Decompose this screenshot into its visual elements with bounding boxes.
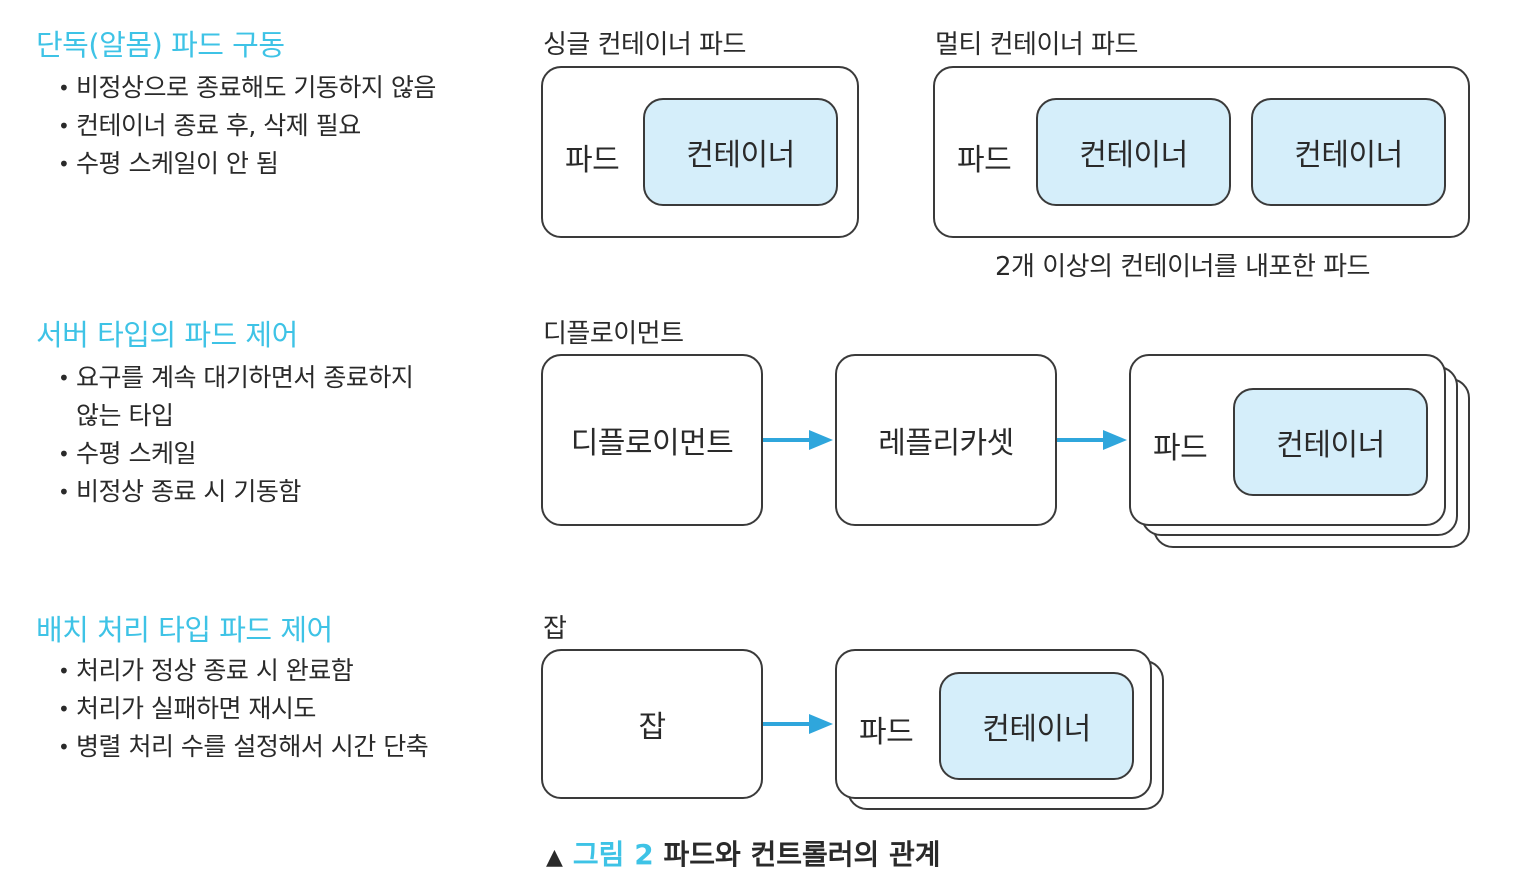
- pod-label: 파드: [859, 715, 914, 750]
- bullet-item: 비정상 종료 시 기동함: [58, 473, 413, 511]
- bullet-item: 수평 스케일: [58, 435, 413, 473]
- multi-pod-title: 멀티 컨테이너 파드: [935, 30, 1138, 60]
- replicaset-to-pod-arrow: [1057, 430, 1127, 450]
- job-to-pod-arrow: [763, 714, 833, 734]
- deployment-box: 디플로이먼트: [541, 354, 763, 526]
- pod-label: 파드: [1153, 431, 1208, 466]
- bullet-continuation: 않는 타입: [76, 401, 174, 430]
- figure-caption: ▲ 그림 2 파드와 컨트롤러의 관계: [546, 833, 941, 873]
- bullet-item: 처리가 실패하면 재시도: [58, 690, 428, 728]
- job-pod-box: 파드 컨테이너: [835, 649, 1152, 799]
- triangle-marker-icon: ▲: [546, 845, 563, 870]
- deployment-to-replicaset-arrow: [763, 430, 833, 450]
- pod-label: 파드: [565, 143, 620, 178]
- bullet-list-bare-pod: 비정상으로 종료해도 기동하지 않음 컨테이너 종료 후, 삭제 필요 수평 스…: [58, 69, 436, 183]
- pod-label: 파드: [957, 143, 1012, 178]
- section-heading-batch-type: 배치 처리 타입 파드 제어: [36, 613, 333, 647]
- container-box: 컨테이너: [643, 98, 838, 206]
- container-box: 컨테이너: [1233, 388, 1428, 496]
- single-pod-title: 싱글 컨테이너 파드: [543, 30, 746, 60]
- bullet-item: 컨테이너 종료 후, 삭제 필요: [58, 107, 436, 145]
- replicaset-box: 레플리카셋: [835, 354, 1057, 526]
- job-title: 잡: [543, 614, 567, 644]
- bullet-item: 비정상으로 종료해도 기동하지 않음: [58, 69, 436, 107]
- bullet-item: 수평 스케일이 안 됨: [58, 145, 436, 183]
- deployment-pod-box: 파드 컨테이너: [1129, 354, 1446, 526]
- bullet-item: 요구를 계속 대기하면서 종료하지: [58, 359, 414, 397]
- bullet-list-batch-type: 처리가 정상 종료 시 완료함 처리가 실패하면 재시도 병렬 처리 수를 설정…: [58, 652, 429, 766]
- job-box: 잡: [541, 649, 763, 799]
- bullet-item: 처리가 정상 종료 시 완료함: [58, 652, 428, 690]
- container-box: 컨테이너: [1036, 98, 1231, 206]
- section-heading-bare-pod: 단독(알몸) 파드 구동: [36, 28, 285, 62]
- single-pod-box: 파드 컨테이너: [541, 66, 859, 238]
- multi-pod-box: 파드 컨테이너 컨테이너: [933, 66, 1470, 238]
- caption-text: 파드와 컨트롤러의 관계: [663, 838, 941, 871]
- container-box: 컨테이너: [939, 672, 1134, 780]
- deployment-title: 디플로이먼트: [543, 319, 684, 349]
- bullet-list-server-type: 요구를 계속 대기하면서 종료하지 않는 타입 수평 스케일 비정상 종료 시 …: [58, 359, 414, 511]
- multi-pod-note: 2개 이상의 컨테이너를 내포한 파드: [995, 252, 1370, 282]
- container-box: 컨테이너: [1251, 98, 1446, 206]
- figure-number: 그림 2: [572, 838, 654, 871]
- bullet-item: 병렬 처리 수를 설정해서 시간 단축: [58, 728, 429, 766]
- section-heading-server-type: 서버 타입의 파드 제어: [36, 318, 298, 352]
